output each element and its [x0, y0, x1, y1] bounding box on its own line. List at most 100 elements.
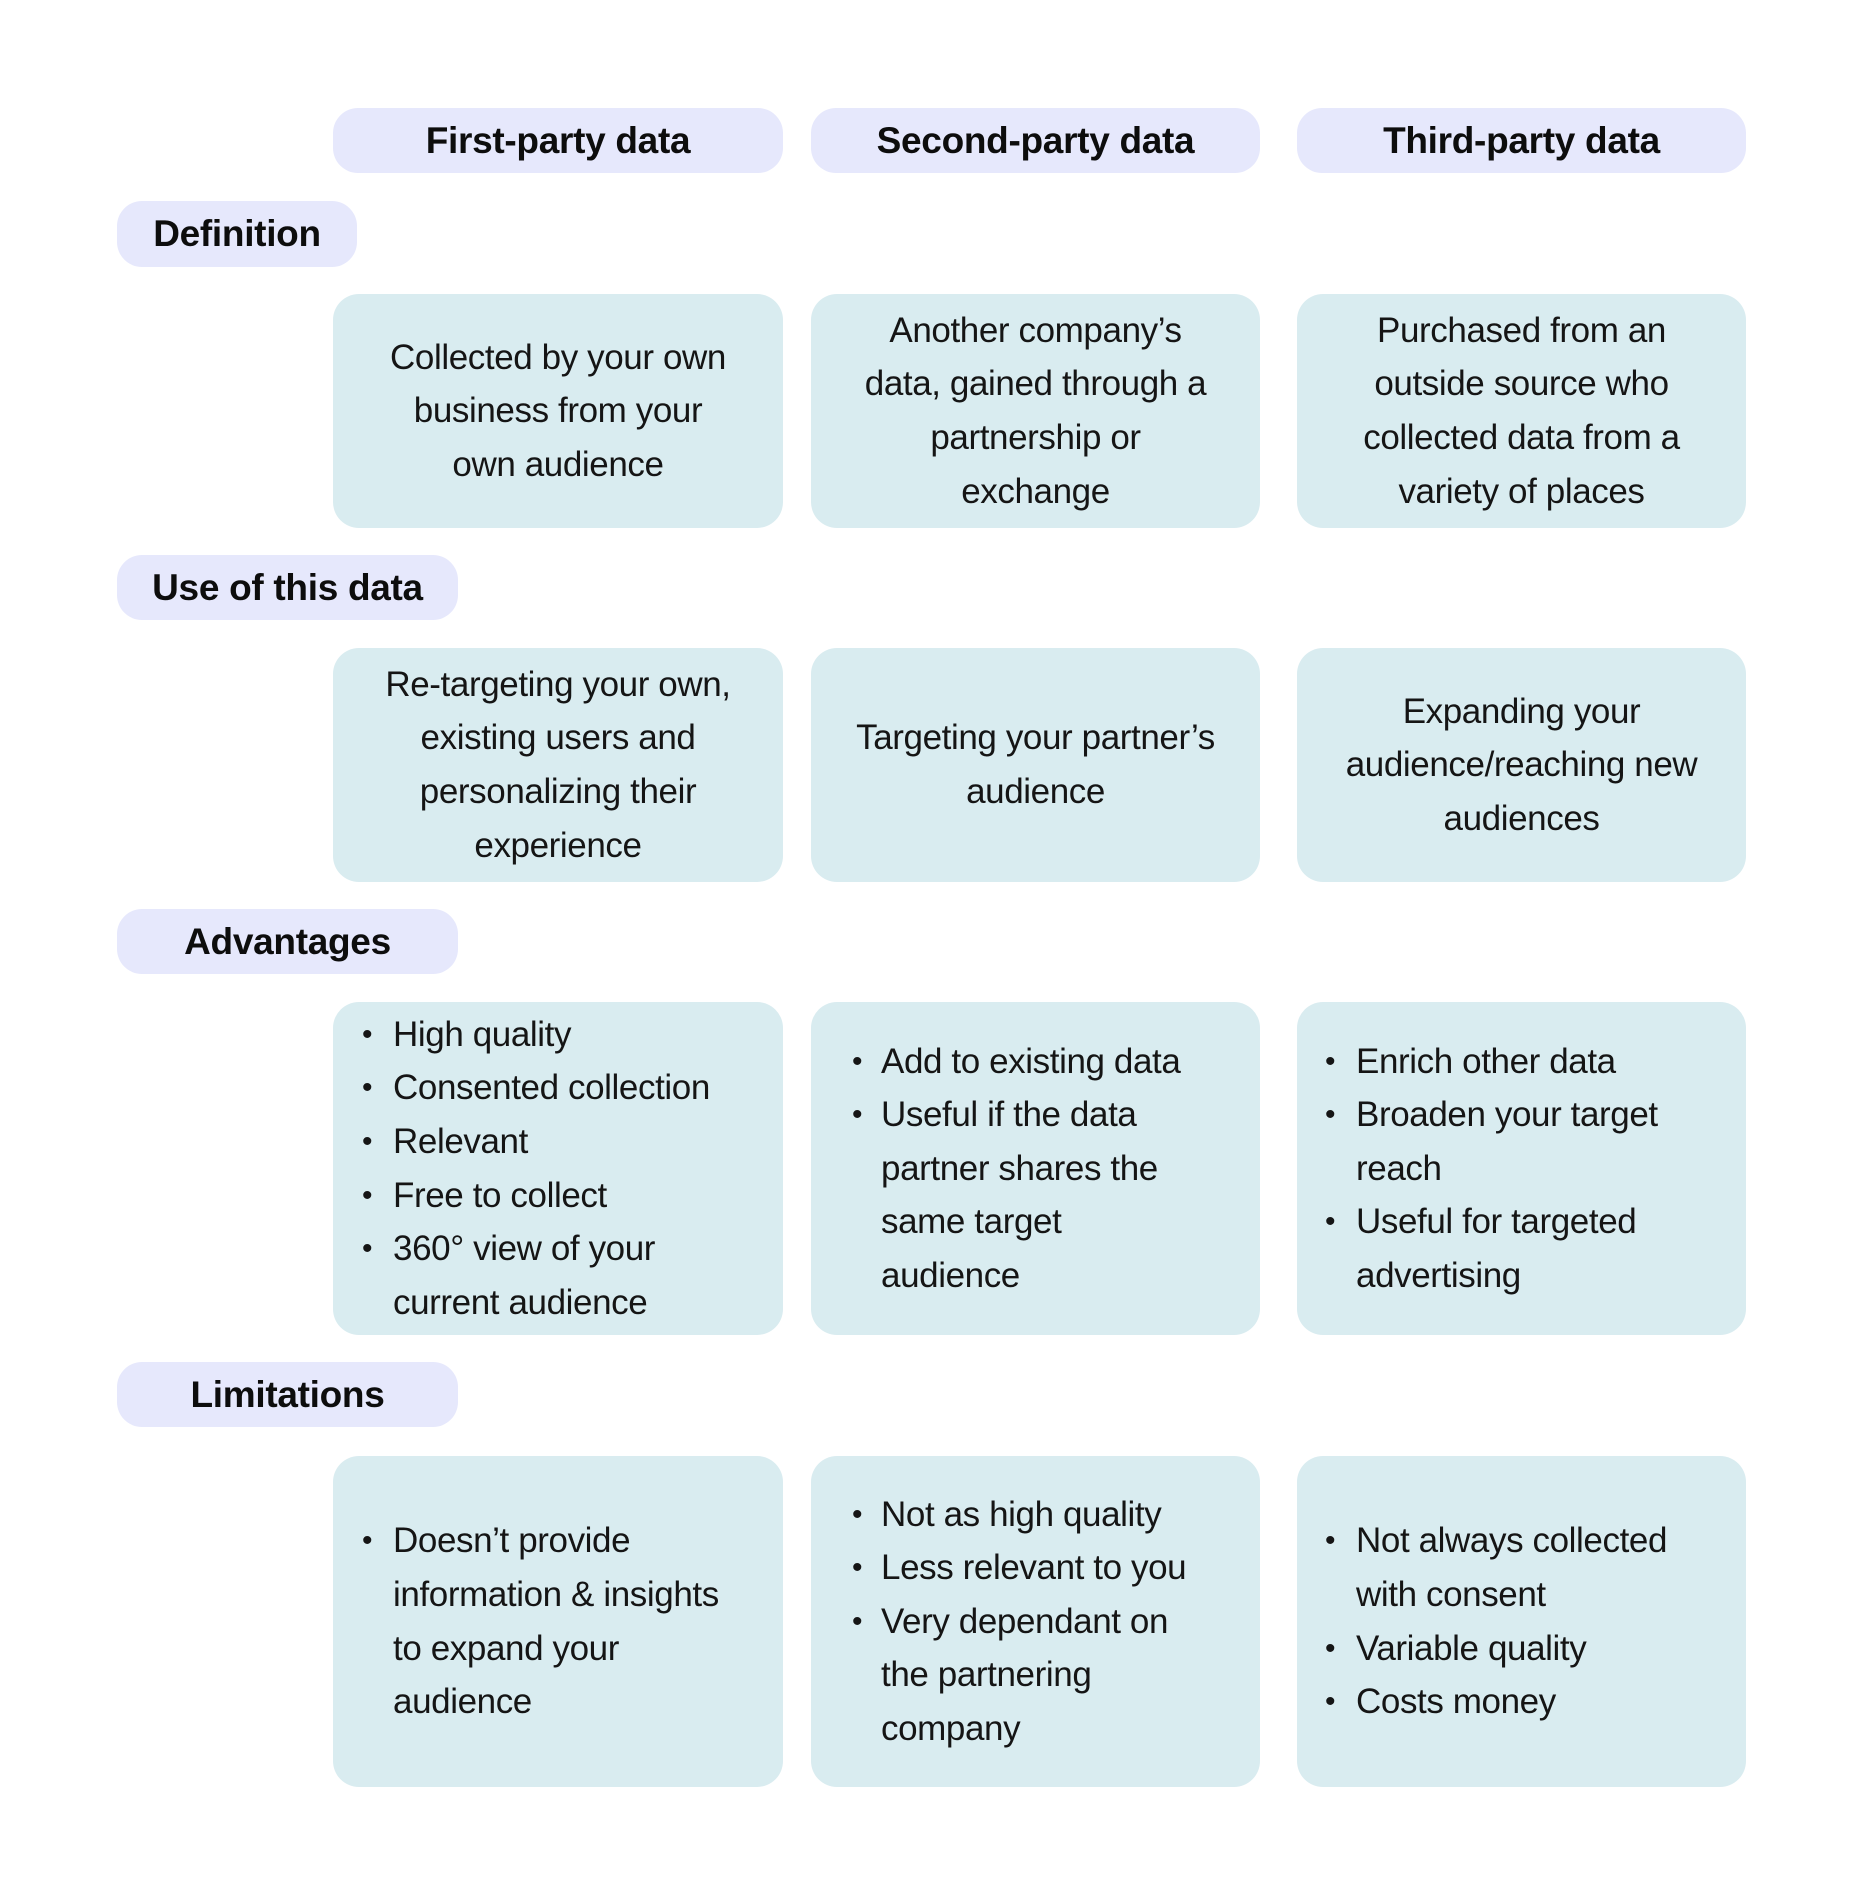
column-header-label: First-party data	[425, 119, 691, 161]
bullet-icon: •	[362, 1124, 373, 1158]
cell-use-second-party: Targeting your partner’s audience	[811, 648, 1260, 882]
column-header-second-party: Second-party data	[811, 108, 1260, 173]
list-item: • Add to existing data	[811, 1035, 1260, 1089]
cell-text-line: Collected by your own	[390, 337, 726, 377]
list-item: • Useful for targeted advertising	[1297, 1195, 1746, 1302]
cell-text-line: outside source who	[1374, 364, 1669, 404]
bullet-icon: •	[1325, 1205, 1336, 1239]
cell-limitations-second-party: • Not as high quality • Less relevant to…	[811, 1456, 1260, 1787]
list-item: • Useful if the data partner shares the …	[811, 1088, 1260, 1302]
bullet-icon: •	[362, 1232, 373, 1266]
cell-text-line: collected data from a	[1363, 418, 1680, 457]
list-item-text: Add to existing data	[881, 1041, 1181, 1081]
column-header-label: Second-party data	[876, 119, 1195, 161]
bullet-icon: •	[362, 1017, 373, 1051]
bullet-icon: •	[852, 1044, 863, 1078]
bullet-icon: •	[1325, 1044, 1336, 1078]
cell-definition-second-party: Another company’s data, gained through a…	[811, 294, 1260, 528]
cell-definition-third-party: Purchased from an outside source who col…	[1297, 294, 1746, 528]
cell-text-line: experience	[474, 825, 642, 865]
column-header-label: Third-party data	[1383, 119, 1660, 161]
bullet-icon: •	[852, 1098, 863, 1132]
cell-text-line: audiences	[1443, 798, 1600, 838]
column-header-first-party: First-party data	[333, 108, 783, 173]
list-item-text: Very dependant on	[881, 1601, 1169, 1641]
list-item-text: Variable quality	[1356, 1628, 1587, 1668]
cell-text-line: exchange	[961, 471, 1110, 511]
list-item-text: the partnering	[881, 1655, 1092, 1695]
list-item: • Consented collection	[333, 1061, 783, 1115]
cell-text-line: Another company’s	[889, 310, 1182, 350]
bullet-icon: •	[1325, 1524, 1336, 1558]
list-item-text: Free to collect	[393, 1175, 607, 1215]
cell-advantages-second-party: • Add to existing data • Useful if the d…	[811, 1002, 1260, 1335]
cell-limitations-first-party: • Doesn’t provide information & insights…	[333, 1456, 783, 1787]
cell-text-line: existing users and	[420, 718, 696, 758]
list-item: • Enrich other data	[1297, 1035, 1746, 1089]
list-item-text: 360° view of your	[393, 1229, 656, 1269]
list-item-text: Costs money	[1356, 1682, 1556, 1722]
bullet-icon: •	[852, 1497, 863, 1531]
cell-text-line: audience	[966, 772, 1105, 811]
cell-text-line: partnership or	[930, 418, 1141, 457]
cell-limitations-third-party: • Not always collected with consent • Va…	[1297, 1456, 1746, 1787]
bullet-icon: •	[852, 1604, 863, 1638]
cell-advantages-first-party: • High quality • Consented collection • …	[333, 1002, 783, 1335]
list-item: • Doesn’t provide information & insights…	[333, 1514, 783, 1728]
list-item-text: Not as high quality	[881, 1494, 1162, 1534]
cell-text-line: business from your	[413, 391, 703, 431]
row-label-use: Use of this data	[117, 555, 458, 620]
row-label-limitations: Limitations	[117, 1362, 458, 1427]
cell-use-third-party: Expanding your audience/reaching new aud…	[1297, 648, 1746, 882]
cell-text-line: Targeting your partner’s	[856, 718, 1215, 758]
list-item-text: information & insights	[393, 1574, 719, 1614]
cell-advantages-third-party: • Enrich other data • Broaden your targe…	[1297, 1002, 1746, 1335]
bullet-icon: •	[362, 1071, 373, 1105]
list-item-text: Useful if the data	[881, 1095, 1137, 1135]
list-item-text: advertising	[1356, 1255, 1521, 1295]
list-item: • Broaden your target reach	[1297, 1088, 1746, 1195]
cell-text-line: data, gained through a	[864, 364, 1207, 404]
row-label-advantages: Advantages	[117, 909, 458, 974]
cell-definition-first-party: Collected by your own business from your…	[333, 294, 783, 528]
cell-text-line: variety of places	[1398, 471, 1645, 511]
bullet-icon: •	[362, 1178, 373, 1212]
list-item-text: High quality	[393, 1014, 572, 1054]
row-label-text: Definition	[153, 213, 321, 254]
list-item-text: partner shares the	[881, 1148, 1158, 1188]
bullet-icon: •	[362, 1524, 373, 1558]
bullet-icon: •	[1325, 1098, 1336, 1132]
row-label-text: Use of this data	[152, 566, 423, 608]
list-item: • Relevant	[333, 1115, 783, 1169]
list-item-text: same target	[881, 1202, 1062, 1242]
cell-text-line: audience/reaching new	[1345, 745, 1698, 785]
cell-text-line: personalizing their	[419, 772, 697, 811]
list-item-text: Doesn’t provide	[393, 1521, 631, 1561]
list-item-text: audience	[393, 1682, 532, 1722]
list-item-text: audience	[881, 1255, 1020, 1295]
row-label-text: Advantages	[184, 920, 391, 962]
list-item-text: current audience	[393, 1282, 648, 1322]
list-item-text: Relevant	[393, 1121, 528, 1161]
list-item: • Less relevant to you	[811, 1541, 1260, 1595]
list-item: • Not always collected with consent	[1297, 1514, 1746, 1621]
cell-text-line: Purchased from an	[1377, 310, 1666, 350]
list-item: • 360° view of your current audience	[333, 1222, 783, 1329]
row-label-definition: Definition	[117, 201, 357, 267]
list-item-text: reach	[1356, 1148, 1442, 1188]
cell-text-line: Re-targeting your own,	[385, 664, 731, 704]
list-item-text: Broaden your target	[1356, 1095, 1658, 1135]
list-item: • Free to collect	[333, 1169, 783, 1223]
list-item-text: Useful for targeted	[1356, 1202, 1637, 1242]
list-item-text: Less relevant to you	[881, 1548, 1187, 1588]
list-item: • Costs money	[1297, 1675, 1746, 1729]
bullet-icon: •	[1325, 1685, 1336, 1719]
list-item: • High quality	[333, 1008, 783, 1062]
list-item-text: Not always collected	[1356, 1521, 1668, 1561]
list-item-text: Enrich other data	[1356, 1041, 1616, 1081]
list-item: • Very dependant on the partnering compa…	[811, 1595, 1260, 1756]
list-item: • Not as high quality	[811, 1488, 1260, 1542]
bullet-icon: •	[1325, 1631, 1336, 1665]
list-item: • Variable quality	[1297, 1622, 1746, 1676]
cell-text-line: Expanding your	[1402, 691, 1641, 731]
